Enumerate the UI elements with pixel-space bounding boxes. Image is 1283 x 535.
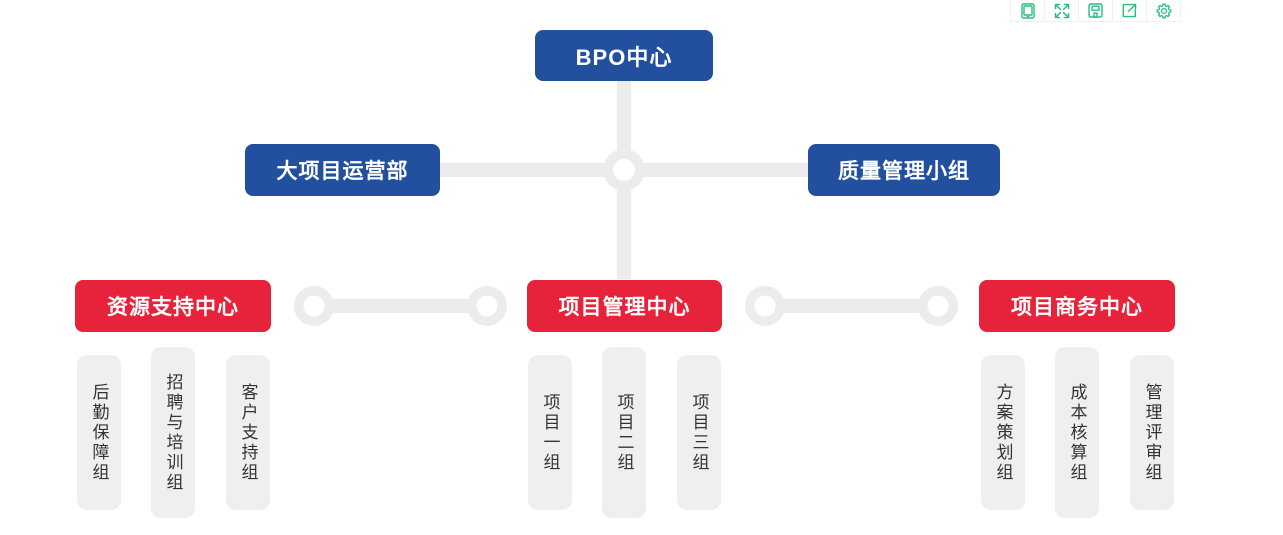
leaf-label: 成本核算组 [1067, 382, 1087, 483]
leaf-label: 客户支持组 [238, 382, 258, 483]
fullscreen-icon[interactable] [1045, 0, 1079, 21]
left-dumbbell-bar [322, 299, 477, 313]
right-dumbbell-ring-start [745, 286, 785, 326]
leaf-card[interactable]: 后勤保障组 [77, 355, 121, 510]
node-level3-project-business-center[interactable]: 项目商务中心 [979, 280, 1175, 332]
node-level3-label: 资源支持中心 [107, 296, 239, 319]
node-level3-label: 项目商务中心 [1011, 296, 1143, 319]
editor-toolbar [1010, 0, 1181, 22]
leaf-card[interactable]: 方案策划组 [981, 355, 1025, 510]
node-level3-label: 项目管理中心 [558, 296, 691, 319]
node-level2-label: 大项目运营部 [276, 160, 409, 183]
save-icon[interactable] [1079, 0, 1113, 21]
right-dumbbell-ring-end [918, 286, 958, 326]
leaf-label: 方案策划组 [993, 382, 1013, 483]
node-root-bpo-center[interactable]: BPO中心 [535, 30, 713, 81]
node-level2-label: 质量管理小组 [838, 160, 970, 183]
left-dumbbell-ring-end [467, 286, 507, 326]
share-icon[interactable] [1113, 0, 1147, 21]
leaf-label: 招聘与培训组 [163, 372, 183, 493]
leaf-label: 项目二组 [614, 392, 634, 473]
node-level3-resource-support-center[interactable]: 资源支持中心 [75, 280, 271, 332]
left-dumbbell-ring-start [294, 286, 334, 326]
node-level2-large-project-operations[interactable]: 大项目运营部 [245, 144, 440, 196]
device-preview-icon[interactable] [1011, 0, 1045, 21]
right-dumbbell-bar [773, 299, 928, 313]
node-root-label: BPO中心 [575, 44, 673, 70]
leaf-card[interactable]: 项目一组 [528, 355, 572, 510]
leaf-label: 管理评审组 [1142, 382, 1162, 483]
node-level3-project-management-center[interactable]: 项目管理中心 [527, 280, 722, 332]
leaf-card[interactable]: 项目二组 [602, 347, 646, 518]
gear-icon[interactable] [1147, 0, 1180, 21]
leaf-label: 后勤保障组 [89, 382, 109, 483]
node-level2-quality-management-group[interactable]: 质量管理小组 [808, 144, 1000, 196]
leaf-card[interactable]: 管理评审组 [1130, 355, 1174, 510]
leaf-card[interactable]: 招聘与培训组 [151, 347, 195, 518]
leaf-label: 项目一组 [540, 392, 560, 473]
leaf-card[interactable]: 项目三组 [677, 355, 721, 510]
leaf-card[interactable]: 客户支持组 [226, 355, 270, 510]
junction-ring [603, 149, 645, 191]
leaf-label: 项目三组 [689, 392, 709, 473]
leaf-card[interactable]: 成本核算组 [1055, 347, 1099, 518]
